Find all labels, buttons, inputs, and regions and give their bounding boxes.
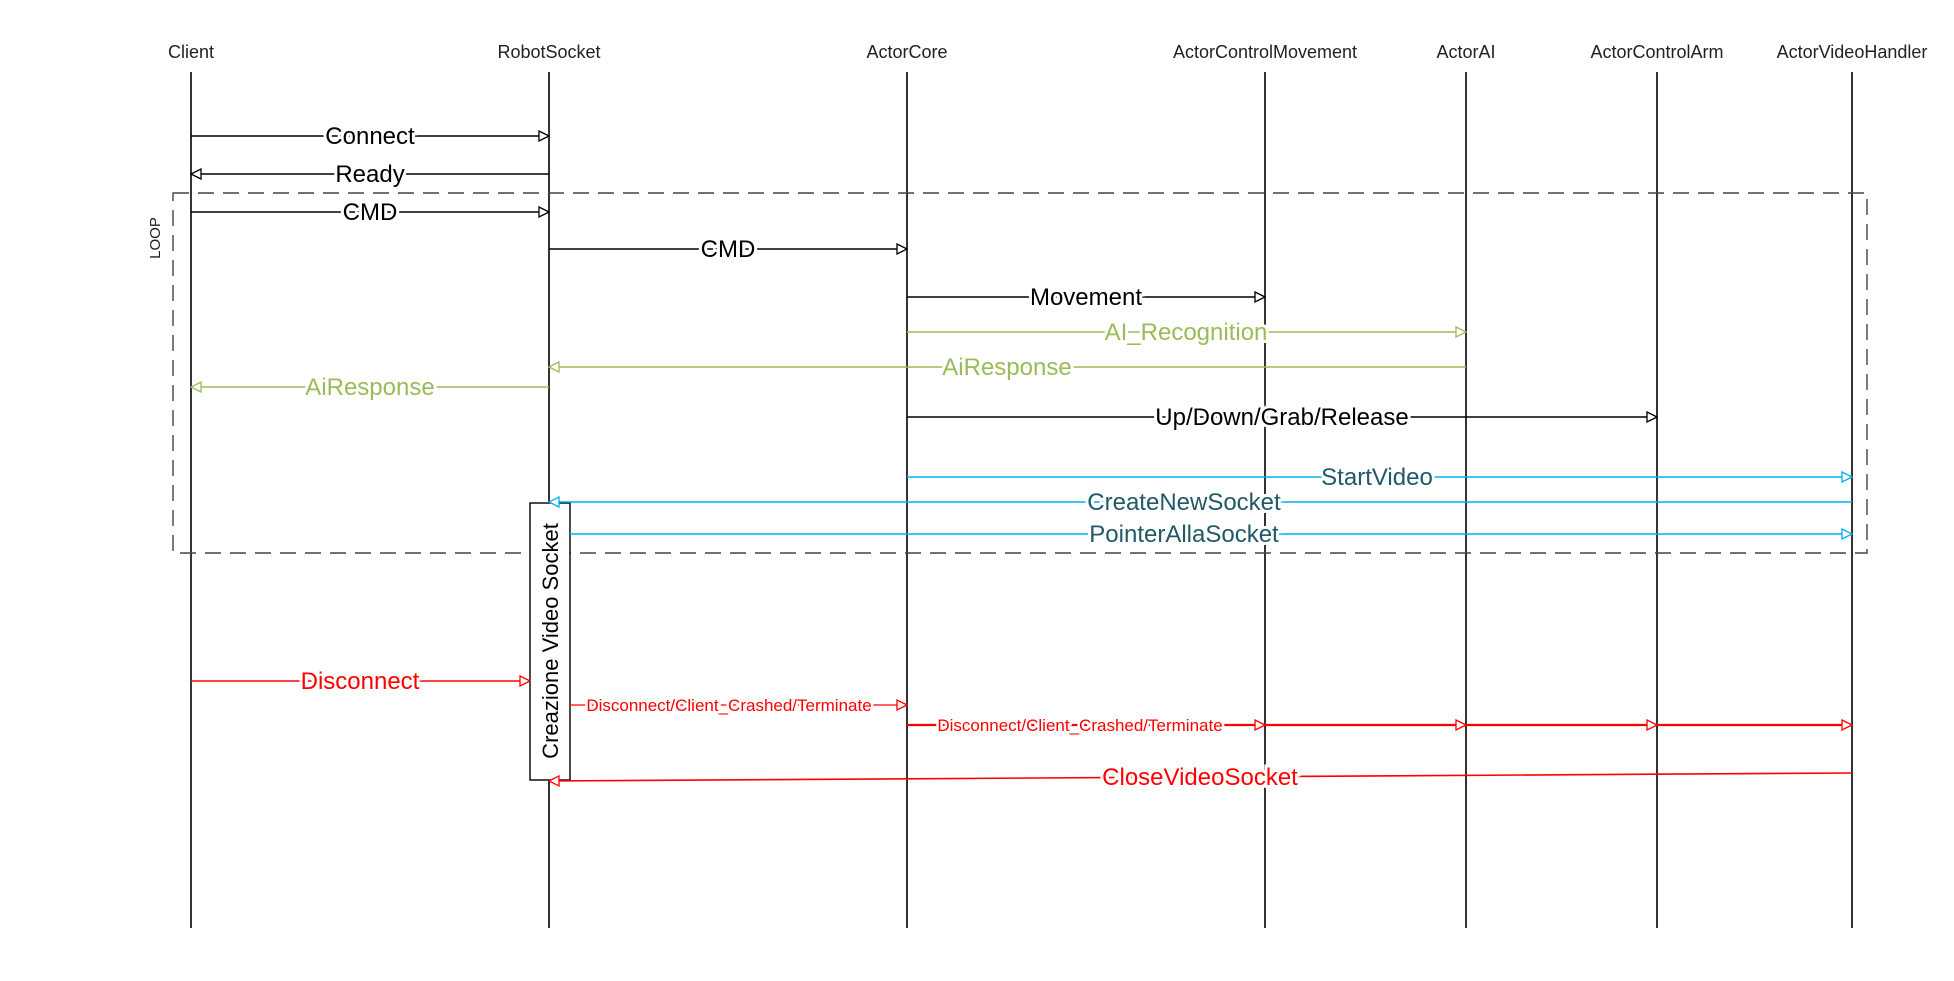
message-airesponse-client: AiResponse (191, 371, 549, 404)
lifeline-robotsocket: RobotSocket (497, 42, 601, 928)
lifeline-label-robotsocket: RobotSocket (497, 42, 600, 62)
message-disconnect-label: Disconnect (301, 668, 420, 695)
message-closevideosocket-arrow (549, 772, 1853, 781)
message-disconnect: Disconnect (191, 665, 530, 698)
message-startvideo: StartVideo (907, 461, 1852, 494)
lifeline-label-actorcontrolmovement: ActorControlMovement (1173, 42, 1357, 62)
message-dct-core-label: Disconnect/Client_Crashed/Terminate (586, 696, 871, 715)
lifeline-actorcontrolarm: ActorControlArm (1590, 42, 1724, 928)
lifeline-label-actorcore: ActorCore (866, 42, 947, 62)
message-closevideosocket-label: CloseVideoSocket (1102, 764, 1298, 791)
loop-frame: LOOP (147, 192, 1868, 554)
message-cmd-core: CMD (549, 233, 907, 266)
message-startvideo-label: StartVideo (1321, 464, 1433, 491)
message-updown: Up/Down/Grab/Release (907, 401, 1657, 434)
lifeline-client: Client (168, 42, 214, 928)
message-closevideosocket: CloseVideoSocket (549, 761, 1853, 794)
lifeline-label-client: Client (168, 42, 214, 62)
activation-rect (529, 502, 571, 781)
message-pointer-label: PointerAllaSocket (1089, 521, 1279, 548)
activation-box: Creazione Video Socket (529, 502, 571, 781)
message-airesponse-client-label: AiResponse (305, 374, 434, 401)
message-dct-movement-label: Disconnect/Client_Crashed/Terminate (937, 716, 1222, 735)
loop-label: LOOP (147, 217, 164, 259)
message-ai-recognition-label: AI_Recognition (1105, 319, 1268, 346)
message-cmd-client-label: CMD (343, 199, 398, 226)
message-ready-label: Ready (335, 161, 404, 188)
lifeline-label-actorvideohandler: ActorVideoHandler (1777, 42, 1928, 62)
message-airesponse-core-label: AiResponse (942, 354, 1071, 381)
lifeline-actorvideohandler: ActorVideoHandler (1777, 42, 1928, 928)
message-ai-recognition: AI_Recognition (907, 316, 1466, 349)
message-cmd-core-label: CMD (701, 236, 756, 263)
lifeline-actorcontrolmovement: ActorControlMovement (1173, 42, 1357, 928)
message-createnewsocket: CreateNewSocket (549, 486, 1852, 519)
message-ready: Ready (191, 158, 549, 191)
message-cmd-client: CMD (191, 196, 549, 229)
lifeline-label-actorai: ActorAI (1436, 42, 1495, 62)
message-dct-core: Disconnect/Client_Crashed/Terminate (570, 694, 907, 718)
messages: Connect Ready CMD CMD Movement AI_Recogn… (191, 120, 1853, 794)
activation-label: Creazione Video Socket (538, 523, 563, 759)
message-connect-label: Connect (325, 123, 415, 150)
message-movement-label: Movement (1030, 284, 1142, 311)
lifeline-label-actorcontrolarm: ActorControlArm (1590, 42, 1723, 62)
loop-frame-border (172, 192, 1868, 554)
message-airesponse-core: AiResponse (549, 351, 1466, 384)
message-createnewsocket-label: CreateNewSocket (1087, 489, 1281, 516)
lifeline-actorai: ActorAI (1436, 42, 1496, 928)
message-pointer: PointerAllaSocket (570, 518, 1852, 551)
lifelines: Client RobotSocket ActorCore ActorContro… (168, 42, 1927, 928)
message-updown-label: Up/Down/Grab/Release (1155, 404, 1408, 431)
message-connect: Connect (191, 120, 549, 153)
message-movement: Movement (907, 281, 1265, 314)
lifeline-actorcore: ActorCore (866, 42, 948, 928)
message-dct-movement: Disconnect/Client_Crashed/Terminate (907, 714, 1265, 738)
